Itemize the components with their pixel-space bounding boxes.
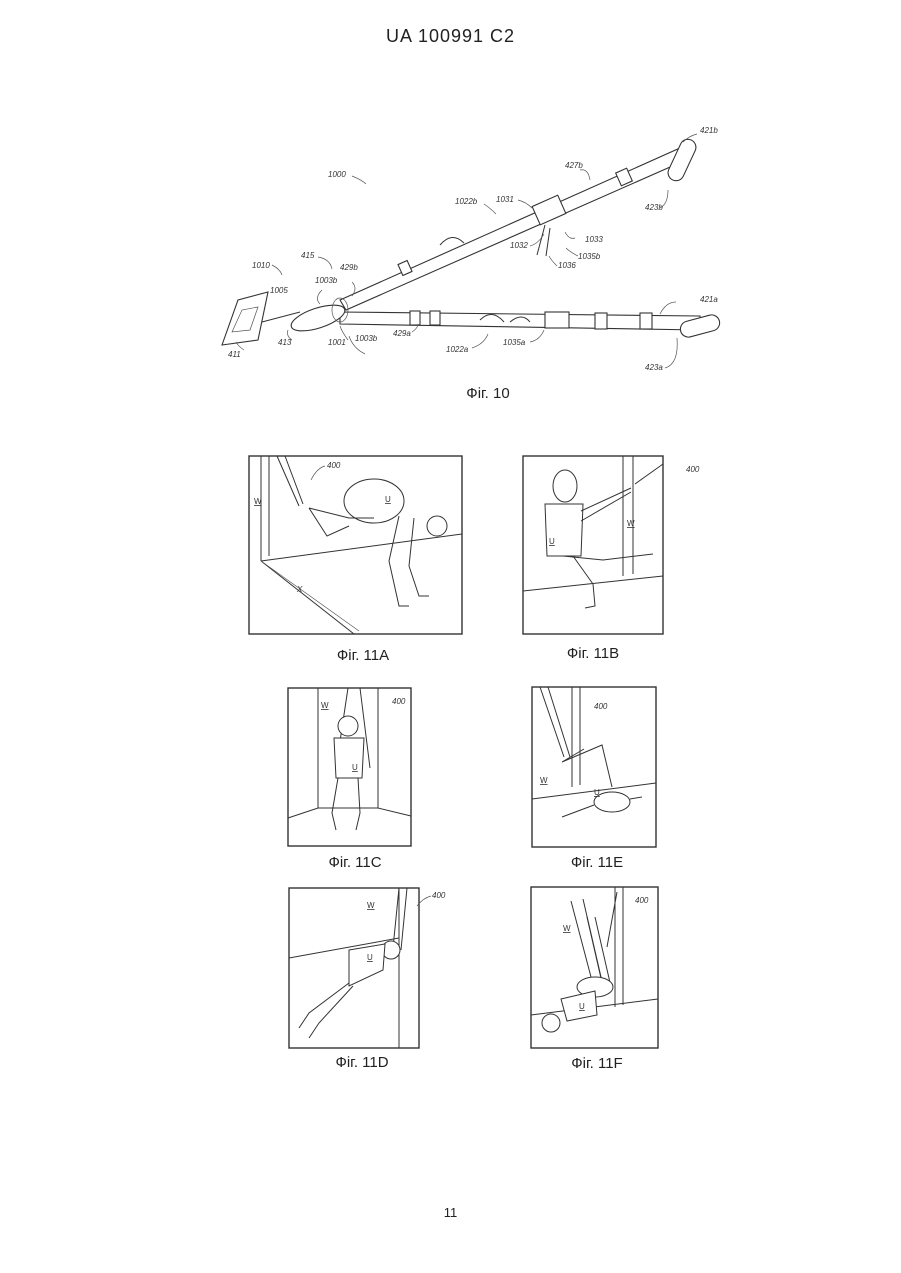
fig11e-user-label: U	[594, 788, 600, 797]
fig11e-wall-label: W	[540, 776, 548, 785]
ref-1035b: 1035b	[578, 252, 601, 261]
ref-421a: 421a	[700, 295, 718, 304]
ref-1031: 1031	[496, 195, 514, 204]
fig11a-distance-label: X	[296, 585, 303, 594]
ref-421b: 421b	[700, 126, 718, 135]
fig11e-drawing: 400 W U	[532, 687, 658, 849]
ref-415: 415	[301, 251, 315, 260]
ref-1001: 1001	[328, 338, 346, 347]
fig11c-ref: 400	[392, 697, 406, 706]
ref-1022b: 1022b	[455, 197, 478, 206]
fig11b-drawing: 400 W U	[523, 456, 665, 636]
page-number: 11	[0, 1205, 901, 1220]
fig11d-caption: Фіг. 11D	[317, 1054, 407, 1071]
fig11d-drawing: 400 W U	[289, 888, 421, 1050]
ref-429a: 429a	[393, 329, 411, 338]
fig11f-ref: 400	[635, 896, 649, 905]
ref-1003b-top: 1003b	[315, 276, 338, 285]
fig11a-wall-label: W	[254, 497, 262, 506]
ref-423a: 423a	[645, 363, 663, 372]
anchor-plate	[222, 292, 268, 345]
ref-1033: 1033	[585, 235, 603, 244]
fig11a-caption: Фіг. 11A	[318, 647, 408, 664]
fig11c-user-label: U	[352, 763, 358, 772]
ref-411: 411	[228, 350, 241, 359]
fig11f-wall-label: W	[563, 924, 571, 933]
fig10-drawing: 1000 1010 415 429b 1003b 1005 411 413 10…	[215, 120, 725, 380]
fig11b-caption: Фіг. 11B	[548, 645, 638, 662]
fig11c-wall-label: W	[321, 701, 329, 710]
ref-1022a: 1022a	[446, 345, 469, 354]
fig11a-user-label: U	[385, 495, 391, 504]
fig11b-wall-label: W	[627, 519, 635, 528]
ref-1000: 1000	[328, 170, 346, 179]
fig11d-user-label: U	[367, 953, 373, 962]
fig11d-wall-label: W	[367, 901, 375, 910]
fig11b-user-label: U	[549, 537, 555, 546]
fig11a-drawing: 400 W U X	[249, 456, 464, 636]
ref-423b: 423b	[645, 203, 663, 212]
fig11d-ref: 400	[432, 891, 446, 900]
ref-1003b-bottom: 1003b	[355, 334, 378, 343]
ref-1036: 1036	[558, 261, 576, 270]
ref-429b: 429b	[340, 263, 358, 272]
ref-1005: 1005	[270, 286, 288, 295]
ref-1035a: 1035a	[503, 338, 526, 347]
fig11f-user-label: U	[579, 1002, 585, 1011]
fig10-caption: Фіг. 10	[440, 385, 536, 402]
ref-1032: 1032	[510, 241, 528, 250]
fig11e-caption: Фіг. 11E	[552, 854, 642, 871]
carabiner	[288, 300, 347, 336]
fig11e-ref: 400	[594, 702, 608, 711]
fig11f-caption: Фіг. 11F	[552, 1055, 642, 1072]
upper-strap	[340, 148, 686, 310]
ref-1010: 1010	[252, 261, 270, 270]
document-header: UA 100991 C2	[0, 26, 901, 47]
fig11a-ref: 400	[327, 461, 341, 470]
ref-427b: 427b	[565, 161, 583, 170]
ref-413: 413	[278, 338, 292, 347]
fig11c-drawing: 400 W U	[288, 688, 413, 848]
fig11c-caption: Фіг. 11C	[310, 854, 400, 871]
fig11f-drawing: 400 W U	[531, 887, 660, 1050]
fig11b-ref: 400	[686, 465, 700, 474]
